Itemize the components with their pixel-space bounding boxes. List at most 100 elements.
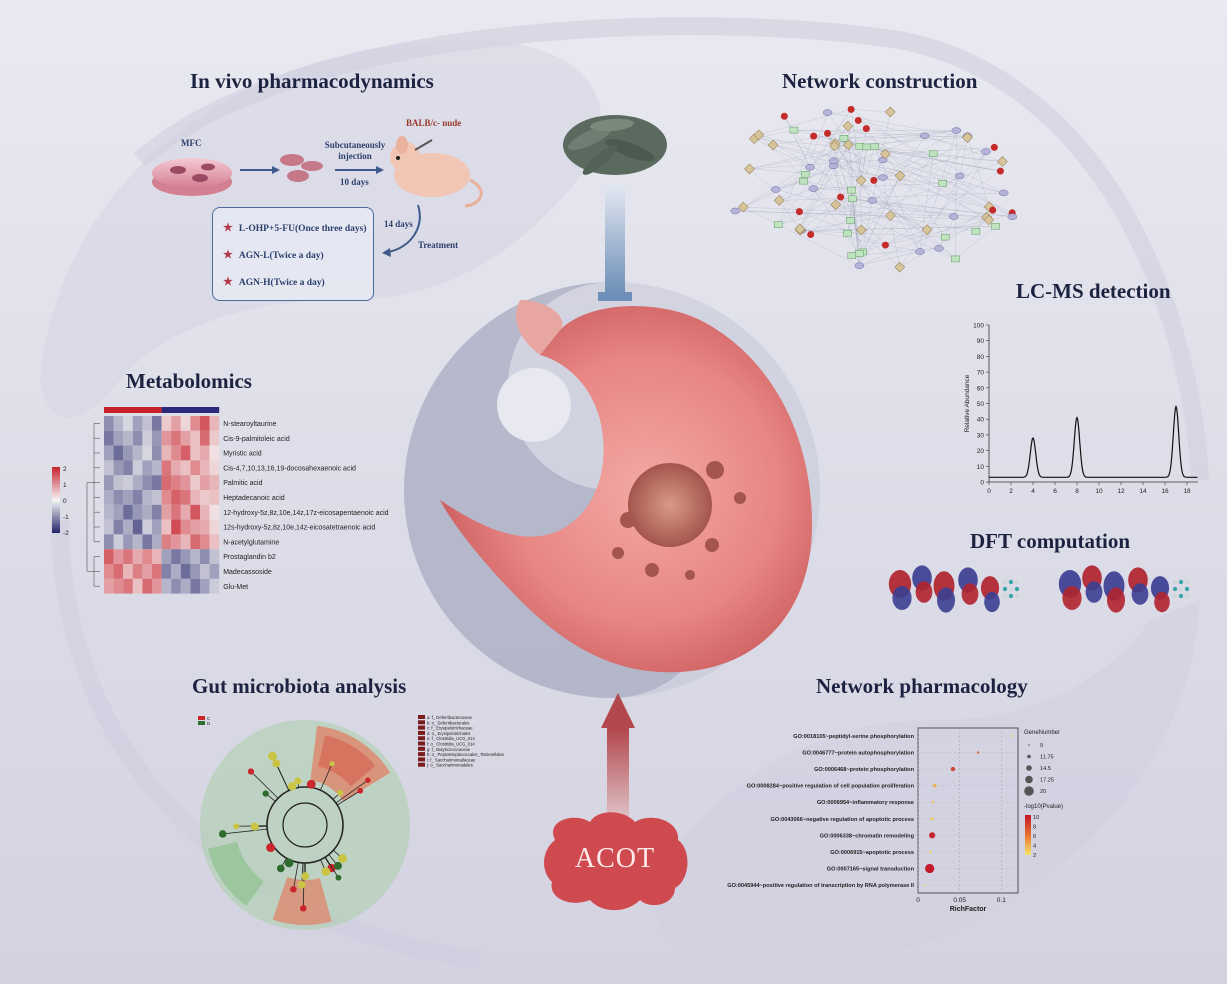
heatmap-cell — [171, 564, 181, 579]
heatmap-cell — [113, 490, 124, 505]
stomach — [440, 306, 813, 673]
taxon-label: d: o_ Erysipelotrichales — [427, 731, 470, 736]
network-node — [951, 127, 962, 134]
network-edge — [851, 109, 891, 113]
herb-image — [563, 115, 667, 175]
network-edge — [874, 146, 921, 252]
title-gut: Gut microbiota analysis — [192, 674, 407, 698]
heatmap-cell — [142, 549, 152, 564]
heatmap-cell — [171, 475, 181, 490]
heatmap-cell — [180, 549, 191, 564]
network-node — [854, 262, 865, 269]
heatmap-cell — [161, 504, 172, 520]
network-edge — [882, 159, 1004, 194]
cladogram-branch — [250, 771, 279, 799]
x-tick-label: 14 — [1139, 488, 1147, 495]
title-network-construction: Network construction — [782, 69, 978, 93]
network-node — [1007, 213, 1018, 220]
network-edge — [735, 165, 834, 212]
taxon-label: a: f_ Deferribacteraceae — [427, 715, 473, 720]
cladogram-wedge — [318, 735, 376, 787]
network-node — [824, 129, 832, 137]
days-14-label: 14 days — [384, 219, 413, 229]
treatment-arrow-head — [382, 248, 391, 257]
network-edge — [773, 144, 1004, 194]
metabolite-label: Cis-9-palmitoleic acid — [223, 436, 290, 443]
go-term-point — [929, 850, 932, 854]
heatmap-cell — [123, 416, 133, 431]
cladogram-branch — [222, 828, 268, 835]
cladogram-node — [337, 789, 344, 796]
network-edge — [938, 151, 987, 249]
network-node — [854, 116, 862, 124]
network-node — [822, 109, 833, 116]
y-tick-label: 20 — [977, 448, 985, 455]
title-network-pharmacology: Network pharmacology — [816, 674, 1028, 698]
heatmap-cell — [104, 534, 114, 550]
heatmap-cell — [132, 564, 143, 579]
star-icon: ★ — [223, 249, 233, 261]
color-legend-label: 4 — [1033, 844, 1036, 850]
network-edge — [919, 175, 960, 252]
network-node — [829, 140, 840, 152]
network-edge — [775, 180, 804, 190]
heatmap-cell — [152, 430, 162, 446]
y-tick-label: 0 — [980, 480, 984, 487]
network-edge — [793, 129, 968, 138]
heatmap-cell — [142, 534, 152, 550]
cladogram-node — [338, 854, 347, 863]
cladogram-node — [290, 886, 297, 893]
network-edge — [779, 200, 801, 231]
heatmap-cell — [104, 445, 114, 461]
size-legend-label: 14.5 — [1040, 766, 1051, 772]
heatmap-cell — [152, 504, 162, 520]
go-term-label: GO:0006338~chromatin remodeling — [820, 833, 915, 839]
heatmap-cell — [123, 549, 133, 564]
network-edge — [885, 147, 995, 155]
heatmap-cell — [104, 430, 114, 446]
scale-tick-label: -1 — [63, 514, 69, 521]
metabolite-label: Palmitic acid — [223, 480, 262, 487]
size-legend-dot — [1026, 765, 1032, 771]
heatmap-cell — [132, 534, 143, 550]
go-term-point — [925, 863, 935, 874]
network-node — [843, 139, 854, 151]
heatmap-cell — [209, 519, 220, 535]
heatmap-cell — [209, 564, 220, 579]
taxon-swatch — [418, 725, 425, 730]
network-edge — [775, 189, 928, 230]
heatmap-cell — [142, 475, 152, 490]
network-node — [789, 126, 799, 134]
cladogram-branch — [335, 779, 369, 804]
network-node — [928, 150, 938, 157]
treatment-curve — [387, 204, 421, 253]
network-edge — [778, 145, 835, 225]
network-edge — [754, 138, 1003, 162]
taxon-swatch — [418, 730, 425, 735]
network-node — [808, 185, 819, 192]
activation-shaft — [607, 728, 629, 828]
orbital-lobe — [915, 581, 933, 603]
network-node — [773, 195, 785, 206]
network-edge — [833, 160, 863, 252]
title-dft: DFT computation — [970, 529, 1131, 553]
x-tick-label: 8 — [1075, 488, 1079, 495]
heatmap-cell — [200, 578, 210, 594]
heatmap-cell — [142, 578, 152, 594]
network-edge — [779, 188, 814, 201]
size-legend-title: GeneNumber — [1024, 730, 1060, 736]
heatmap-cell — [209, 490, 220, 505]
network-edge — [778, 153, 934, 225]
metabolite-label: Prostaglandin b2 — [223, 554, 276, 561]
atom — [1008, 586, 1014, 592]
metabolite-label: N-stearoyltaurine — [223, 421, 276, 428]
atom — [1172, 579, 1178, 585]
go-term-label: GO:0006915~apoptotic process — [830, 850, 914, 856]
heatmap-cell — [113, 460, 124, 476]
network-node — [807, 230, 815, 238]
atom — [1178, 579, 1184, 585]
network-node — [998, 189, 1009, 197]
yin-eye — [497, 368, 571, 442]
swirl-ring — [134, 17, 1209, 481]
